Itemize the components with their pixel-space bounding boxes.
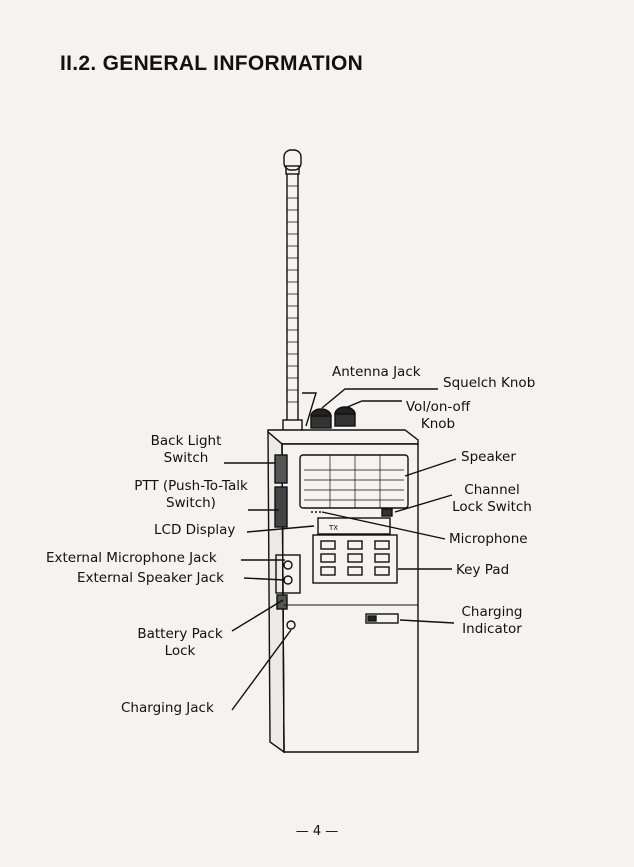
label-key-pad: Key Pad [456,562,509,579]
label-squelch-knob: Squelch Knob [443,375,535,392]
label-battery-lock-line2: Lock [128,643,232,660]
label-charging-jack: Charging Jack [121,700,214,717]
label-vol-line1: Vol/on-off [398,399,478,416]
svg-text:TX: TX [328,524,338,532]
label-ptt-line2: Switch) [126,495,256,512]
label-ptt-switch: PTT (Push-To-Talk Switch) [126,478,256,512]
label-microphone: Microphone [449,531,528,548]
knobs [311,407,355,428]
label-ext-mic-jack: External Microphone Jack [46,550,217,567]
label-speaker: Speaker [461,449,516,466]
page-number: — 4 — [0,824,634,839]
label-back-light-line2: Switch [142,450,230,467]
label-charging-indicator-line1: Charging [456,604,528,621]
label-battery-lock-line1: Battery Pack [128,626,232,643]
label-antenna-jack: Antenna Jack [332,364,421,381]
label-vol-line2: Knob [398,416,478,433]
label-channel-lock-switch: Channel Lock Switch [448,482,536,516]
label-charging-indicator: Charging Indicator [456,604,528,638]
label-back-light-line1: Back Light [142,433,230,450]
label-ptt-line1: PTT (Push-To-Talk [126,478,256,495]
label-vol-knob: Vol/on-off Knob [398,399,478,433]
label-back-light-switch: Back Light Switch [142,433,230,467]
label-ext-speaker-jack: External Speaker Jack [77,570,224,587]
label-channel-lock-line2: Lock Switch [448,499,536,516]
label-lcd-display: LCD Display [154,522,235,539]
antenna [283,150,302,432]
label-battery-pack-lock: Battery Pack Lock [128,626,232,660]
label-charging-indicator-line2: Indicator [456,621,528,638]
label-channel-lock-line1: Channel [448,482,536,499]
